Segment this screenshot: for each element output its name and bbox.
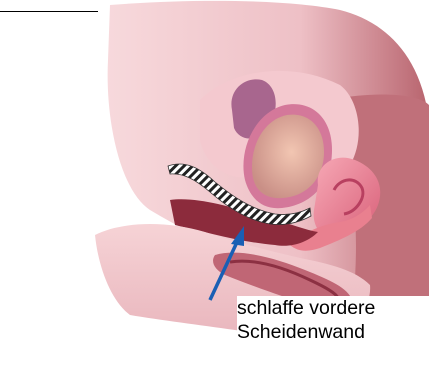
callout-label-line2: Scheidenwand xyxy=(237,320,429,344)
callout-label-line1: schlaffe vordere xyxy=(237,296,429,320)
callout-label: schlaffe vordere Scheidenwand xyxy=(237,296,429,344)
